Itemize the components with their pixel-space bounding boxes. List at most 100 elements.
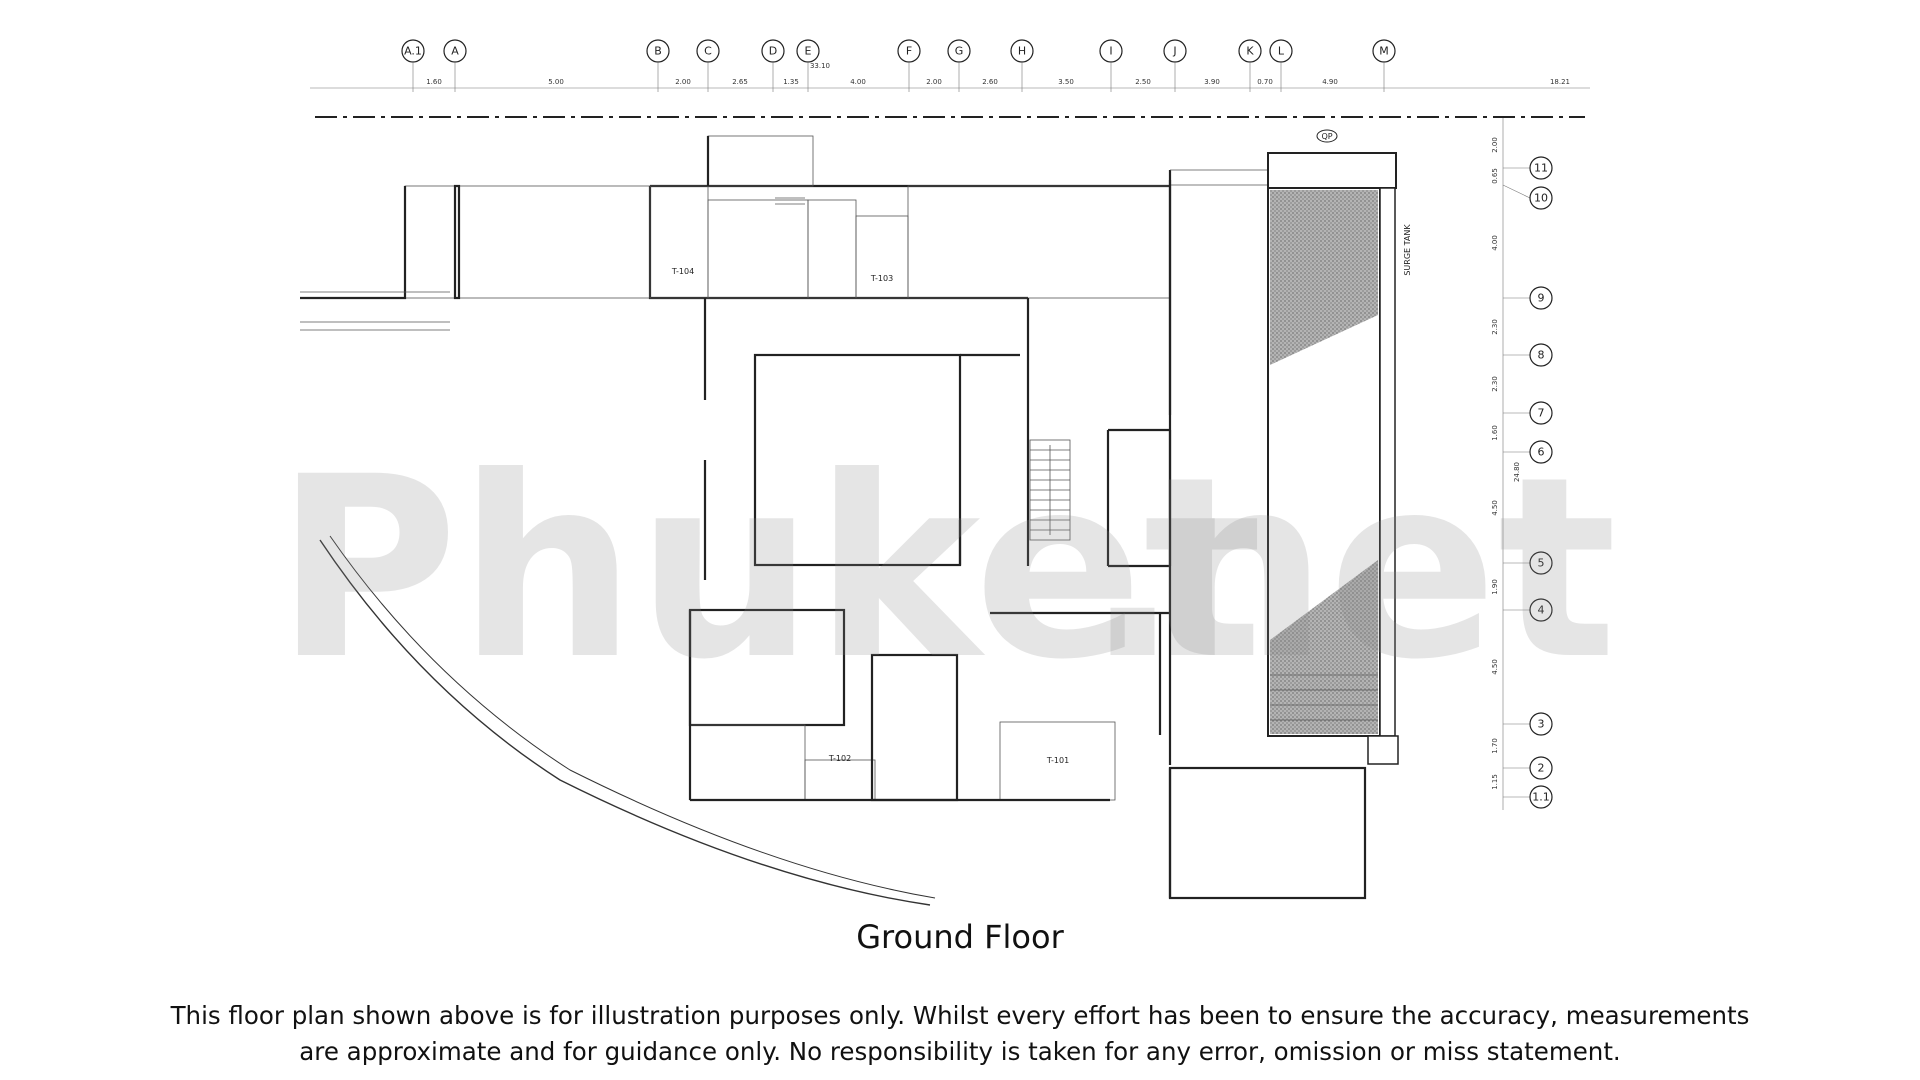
driveway [319,535,936,906]
watermark-suffix: net [1150,423,1617,714]
row-grid: 11 10 9 8 7 6 5 4 3 2 1.1 2.00 0.65 4.00… [1491,118,1553,810]
dimension-label: 1.60 [426,78,442,86]
grid-col-I: I [1099,39,1123,92]
disclaimer-line: This floor plan shown above is for illus… [170,1001,1750,1030]
grid-row-3: 3 [1503,712,1553,736]
floor-plan-title: Ground Floor [856,918,1064,956]
building-walls: T-104 T-103 [300,135,1367,900]
dimension-label: 2.00 [1491,137,1499,153]
room-label-toilet: T-102 [828,754,851,763]
grid-col-A: A [443,39,467,92]
grid-row-label: 1.1 [1532,791,1550,804]
grid-col-label: H [1018,45,1026,58]
grid-row-label: 6 [1538,446,1545,459]
disclaimer-text: This floor plan shown above is for illus… [160,998,1760,1070]
grid-row-label: 11 [1534,162,1548,175]
grid-col-H: H [1010,39,1034,92]
grid-col-M: M [1372,39,1396,92]
toilet-room [855,215,909,299]
dimension-label: 2.50 [1135,78,1151,86]
staircase [1029,439,1071,541]
room-label-toilet: T-103 [870,274,893,283]
grid-col-label: D [769,45,777,58]
grid-col-label: I [1109,45,1112,58]
room-label-toilet: T-101 [1046,756,1069,765]
bedroom-3 [707,199,809,299]
dimension-label: 4.90 [1322,78,1338,86]
dimension-label: 1.70 [1491,738,1499,754]
grid-col-C: C [696,39,720,92]
watermark-dot: . [1085,423,1180,714]
grid-row-11: 11 [1503,156,1553,180]
grid-col-E: E [796,39,820,92]
toilet-room [804,759,876,801]
grid-col-label: M [1379,45,1389,58]
grid-col-label: C [704,45,712,58]
dimension-label: 2.30 [1491,376,1499,392]
office [1168,766,1367,900]
grid-col-label: E [805,45,812,58]
toilet-room [649,185,709,299]
dimension-label: 18.21 [1550,78,1570,86]
grid-row-6: 6 [1503,440,1553,464]
courtyard [753,353,962,567]
dimension-label: 1.15 [1491,774,1499,790]
grid-row-4: 4 [1503,598,1553,622]
dimension-label: 2.65 [732,78,748,86]
grid-col-label: F [906,45,912,58]
floor-plan: A.1 A B C D E F G H I J K L M 1.60 5.00 … [275,39,1617,906]
dimension-label: 2.00 [675,78,691,86]
surge-tank-label: SURGE TANK [1403,224,1412,276]
grid-col-G: G [947,39,971,92]
dimension-total: 33.10 [810,62,830,70]
dimension-label: 4.50 [1491,500,1499,516]
grid-col-label: L [1278,45,1285,58]
grid-row-9: 9 [1503,286,1553,310]
dimension-label: 4.00 [1491,235,1499,251]
room-label-toilet: T-104 [671,267,694,276]
grid-row-2: 2 [1503,756,1553,780]
dimension-label: 0.70 [1257,78,1273,86]
dimension-label: 2.00 [926,78,942,86]
dimension-label: 2.60 [982,78,998,86]
grid-col-D: D [761,39,785,92]
dimension-label: 1.60 [1491,425,1499,441]
grid-row-label: 10 [1534,192,1548,205]
dimension-label: 4.00 [850,78,866,86]
grid-col-label: J [1172,45,1176,58]
grid-col-F: F [897,39,921,92]
dimension-label: 4.50 [1491,659,1499,675]
carport-room [404,185,651,299]
grid-row-label: 7 [1538,407,1545,420]
grid-col-label: A.1 [404,45,422,58]
watermark: Phuket . net [275,423,1617,714]
dimension-label: 5.00 [548,78,564,86]
watermark-text: Phuket [275,423,1263,714]
dimension-label: 3.50 [1058,78,1074,86]
grid-row-label: 8 [1538,349,1545,362]
grid-col-label: K [1246,45,1254,58]
grid-col-label: G [955,45,964,58]
grid-col-label: B [654,45,662,58]
column-grid: A.1 A B C D E F G H I J K L M 1.60 5.00 … [310,39,1590,118]
dimension-label: 1.90 [1491,579,1499,595]
grid-col-A1: A.1 [401,39,425,92]
grid-row-7: 7 [1503,401,1553,425]
grid-col-K: K [1238,39,1262,92]
grid-row-label: 3 [1538,718,1545,731]
grid-row-label: 5 [1538,557,1545,570]
grid-row-1-1: 1.1 [1503,785,1553,809]
grid-row-8: 8 [1503,343,1553,367]
grid-col-J: J [1163,39,1187,92]
qp-mark: QP [1321,132,1332,141]
disclaimer-line: are approximate and for guidance only. N… [299,1037,1621,1066]
storage-room [807,199,857,299]
grid-row-label: 4 [1538,604,1545,617]
dimension-total: 24.80 [1513,462,1521,482]
grid-col-L: L [1269,39,1293,92]
grid-col-label: A [451,45,459,58]
grid-row-10: 10 [1502,184,1553,210]
kitchen [907,185,1171,299]
dimension-label: 2.30 [1491,319,1499,335]
dressing-room [689,724,806,801]
